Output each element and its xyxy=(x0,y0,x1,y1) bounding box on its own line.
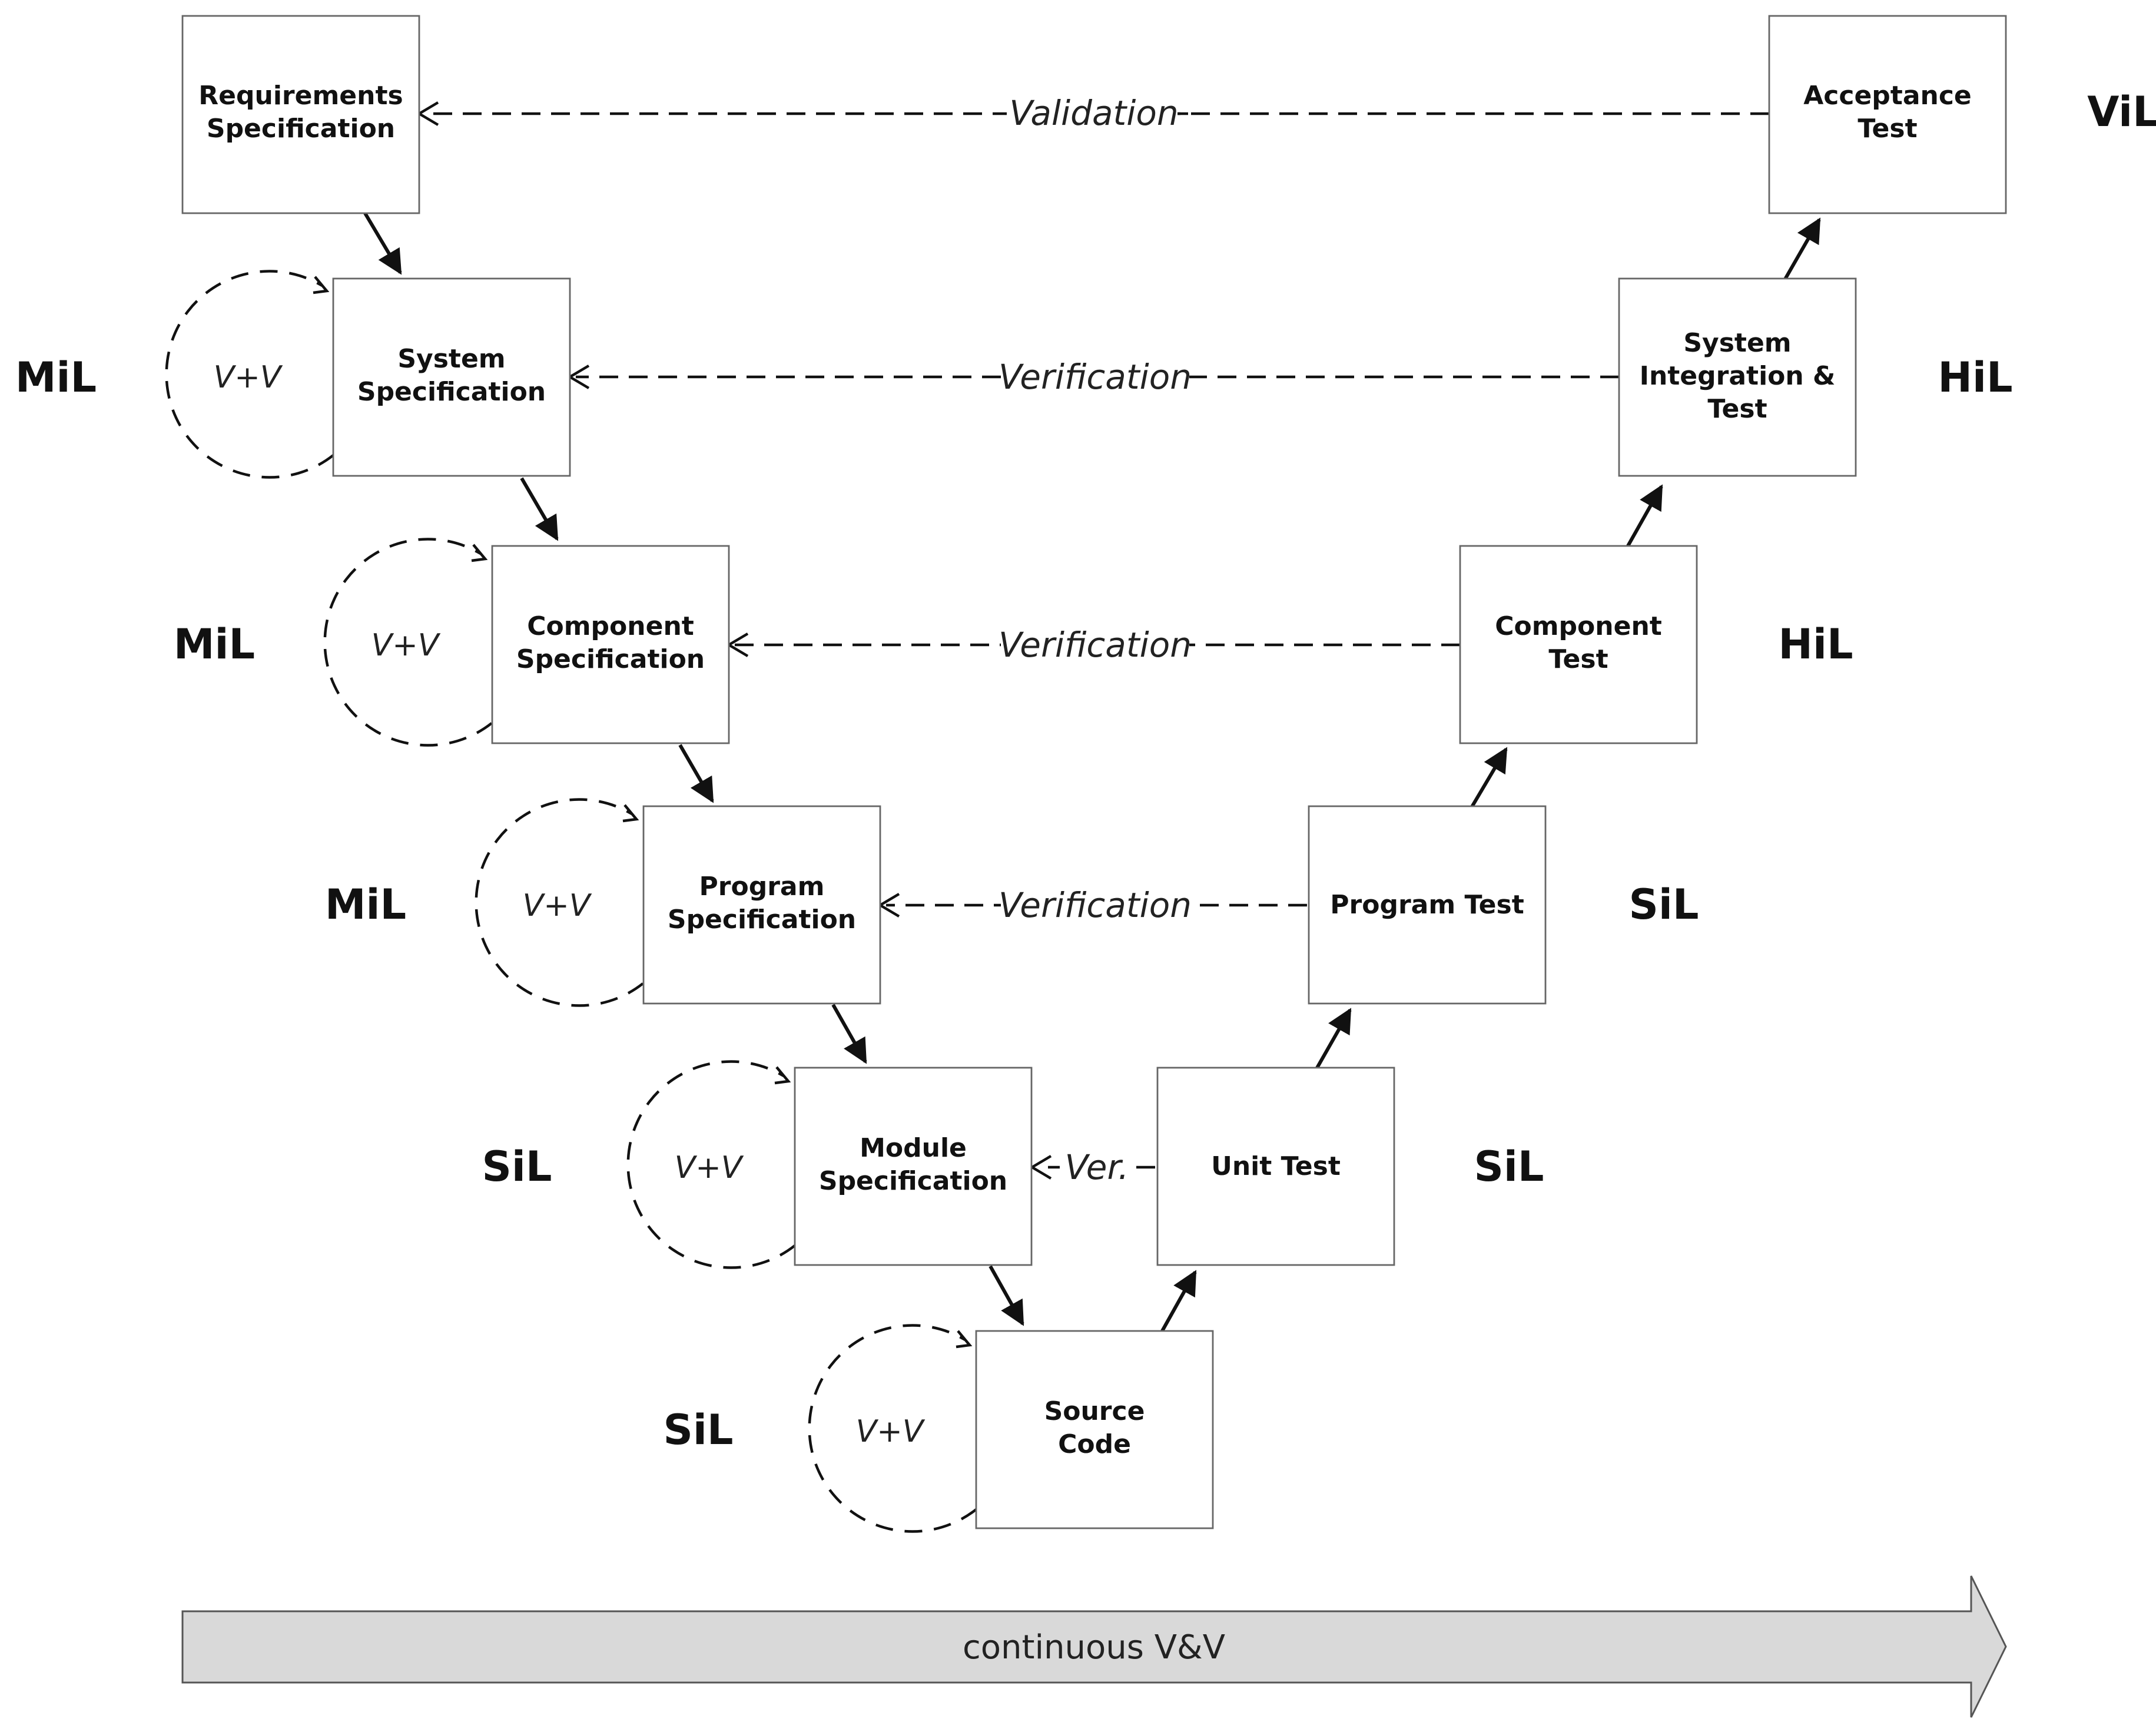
module-specification-line-2: Specification xyxy=(819,1166,1007,1196)
program-specification-line-2: Specification xyxy=(668,905,856,935)
component-specification-line-2: Specification xyxy=(516,644,705,674)
system-integration-test-line-3: Test xyxy=(1707,394,1767,424)
level-right-acceptance: ViL xyxy=(2087,88,2156,136)
system-specification-line-2: Specification xyxy=(357,377,546,407)
level-right-unit: SiL xyxy=(1474,1143,1544,1191)
program-test-line-1: Program Test xyxy=(1330,890,1524,920)
system-specification-box: System Specification xyxy=(332,277,571,477)
vv-loop-program: V+V xyxy=(475,798,644,1007)
continuous-vv-label: continuous V&V xyxy=(963,1628,1225,1667)
validation-connection: Validation xyxy=(416,88,1769,135)
system-integration-test-box: System Integration & Test xyxy=(1618,277,1857,477)
vv-loop-module-label: V+V xyxy=(675,1150,744,1185)
level-left-program: MiL xyxy=(325,880,406,929)
component-specification-line-1: Component xyxy=(527,611,694,641)
vv-loop-module: V+V xyxy=(626,1060,796,1269)
acceptance-test-line-2: Test xyxy=(1858,114,1917,144)
source-code-line-2: Code xyxy=(1058,1429,1131,1459)
verification-module-connection: Ver. xyxy=(1029,1143,1155,1192)
program-specification-box: Program Specification xyxy=(642,805,881,1005)
requirements-specification-box: Requirements Specification xyxy=(181,15,420,214)
source-code-box: Source Code xyxy=(975,1330,1214,1529)
up-arrows xyxy=(1160,217,1821,1332)
vv-loop-system-label: V+V xyxy=(214,360,283,395)
program-specification-line-1: Program xyxy=(699,872,825,902)
level-left-module: SiL xyxy=(482,1143,552,1191)
vv-loop-program-label: V+V xyxy=(523,888,592,923)
system-integration-test-line-1: System xyxy=(1683,328,1791,358)
unit-test-line-1: Unit Test xyxy=(1211,1151,1341,1181)
component-test-line-1: Component xyxy=(1495,611,1662,641)
requirements-specification-line-1: Requirements xyxy=(198,81,403,111)
component-test-line-2: Test xyxy=(1548,644,1608,674)
vv-loop-source: V+V xyxy=(808,1324,977,1533)
source-code-line-1: Source xyxy=(1044,1396,1145,1426)
vv-loop-component-label: V+V xyxy=(372,628,441,663)
verification-system-label: Verification xyxy=(999,357,1192,397)
vv-loop-system: V+V xyxy=(165,270,334,479)
program-test-box: Program Test xyxy=(1308,805,1547,1005)
requirements-specification-line-2: Specification xyxy=(207,114,395,144)
system-specification-line-1: System xyxy=(397,344,505,374)
system-integration-test-line-2: Integration & xyxy=(1640,361,1836,391)
verification-component-connection: Verification xyxy=(726,618,1460,668)
vv-loop-component: V+V xyxy=(323,538,493,747)
level-left-component: MiL xyxy=(174,620,255,668)
module-specification-line-1: Module xyxy=(860,1133,967,1163)
level-right-component: HiL xyxy=(1778,620,1853,668)
level-left-system: MiL xyxy=(15,353,97,402)
verification-component-label: Verification xyxy=(999,625,1192,665)
acceptance-test-box: Acceptance Test xyxy=(1768,15,2007,214)
acceptance-test-line-1: Acceptance xyxy=(1803,81,1972,111)
verification-system-connection: Verification xyxy=(567,350,1619,400)
continuous-vv-band: continuous V&V xyxy=(181,1575,2007,1718)
level-right-program: SiL xyxy=(1628,880,1699,929)
component-test-box: Component Test xyxy=(1459,545,1698,744)
verification-program-connection: Verification xyxy=(877,879,1307,928)
down-arrows xyxy=(363,212,1024,1326)
level-right-system: HiL xyxy=(1938,353,2012,402)
verification-module-label: Ver. xyxy=(1065,1147,1129,1187)
level-left-source: SiL xyxy=(663,1406,733,1454)
unit-test-box: Unit Test xyxy=(1156,1067,1395,1266)
verification-program-label: Verification xyxy=(999,885,1192,925)
module-specification-box: Module Specification xyxy=(794,1067,1033,1266)
validation-label: Validation xyxy=(1009,93,1178,133)
component-specification-box: Component Specification xyxy=(491,545,730,744)
vv-loop-source-label: V+V xyxy=(856,1414,926,1449)
